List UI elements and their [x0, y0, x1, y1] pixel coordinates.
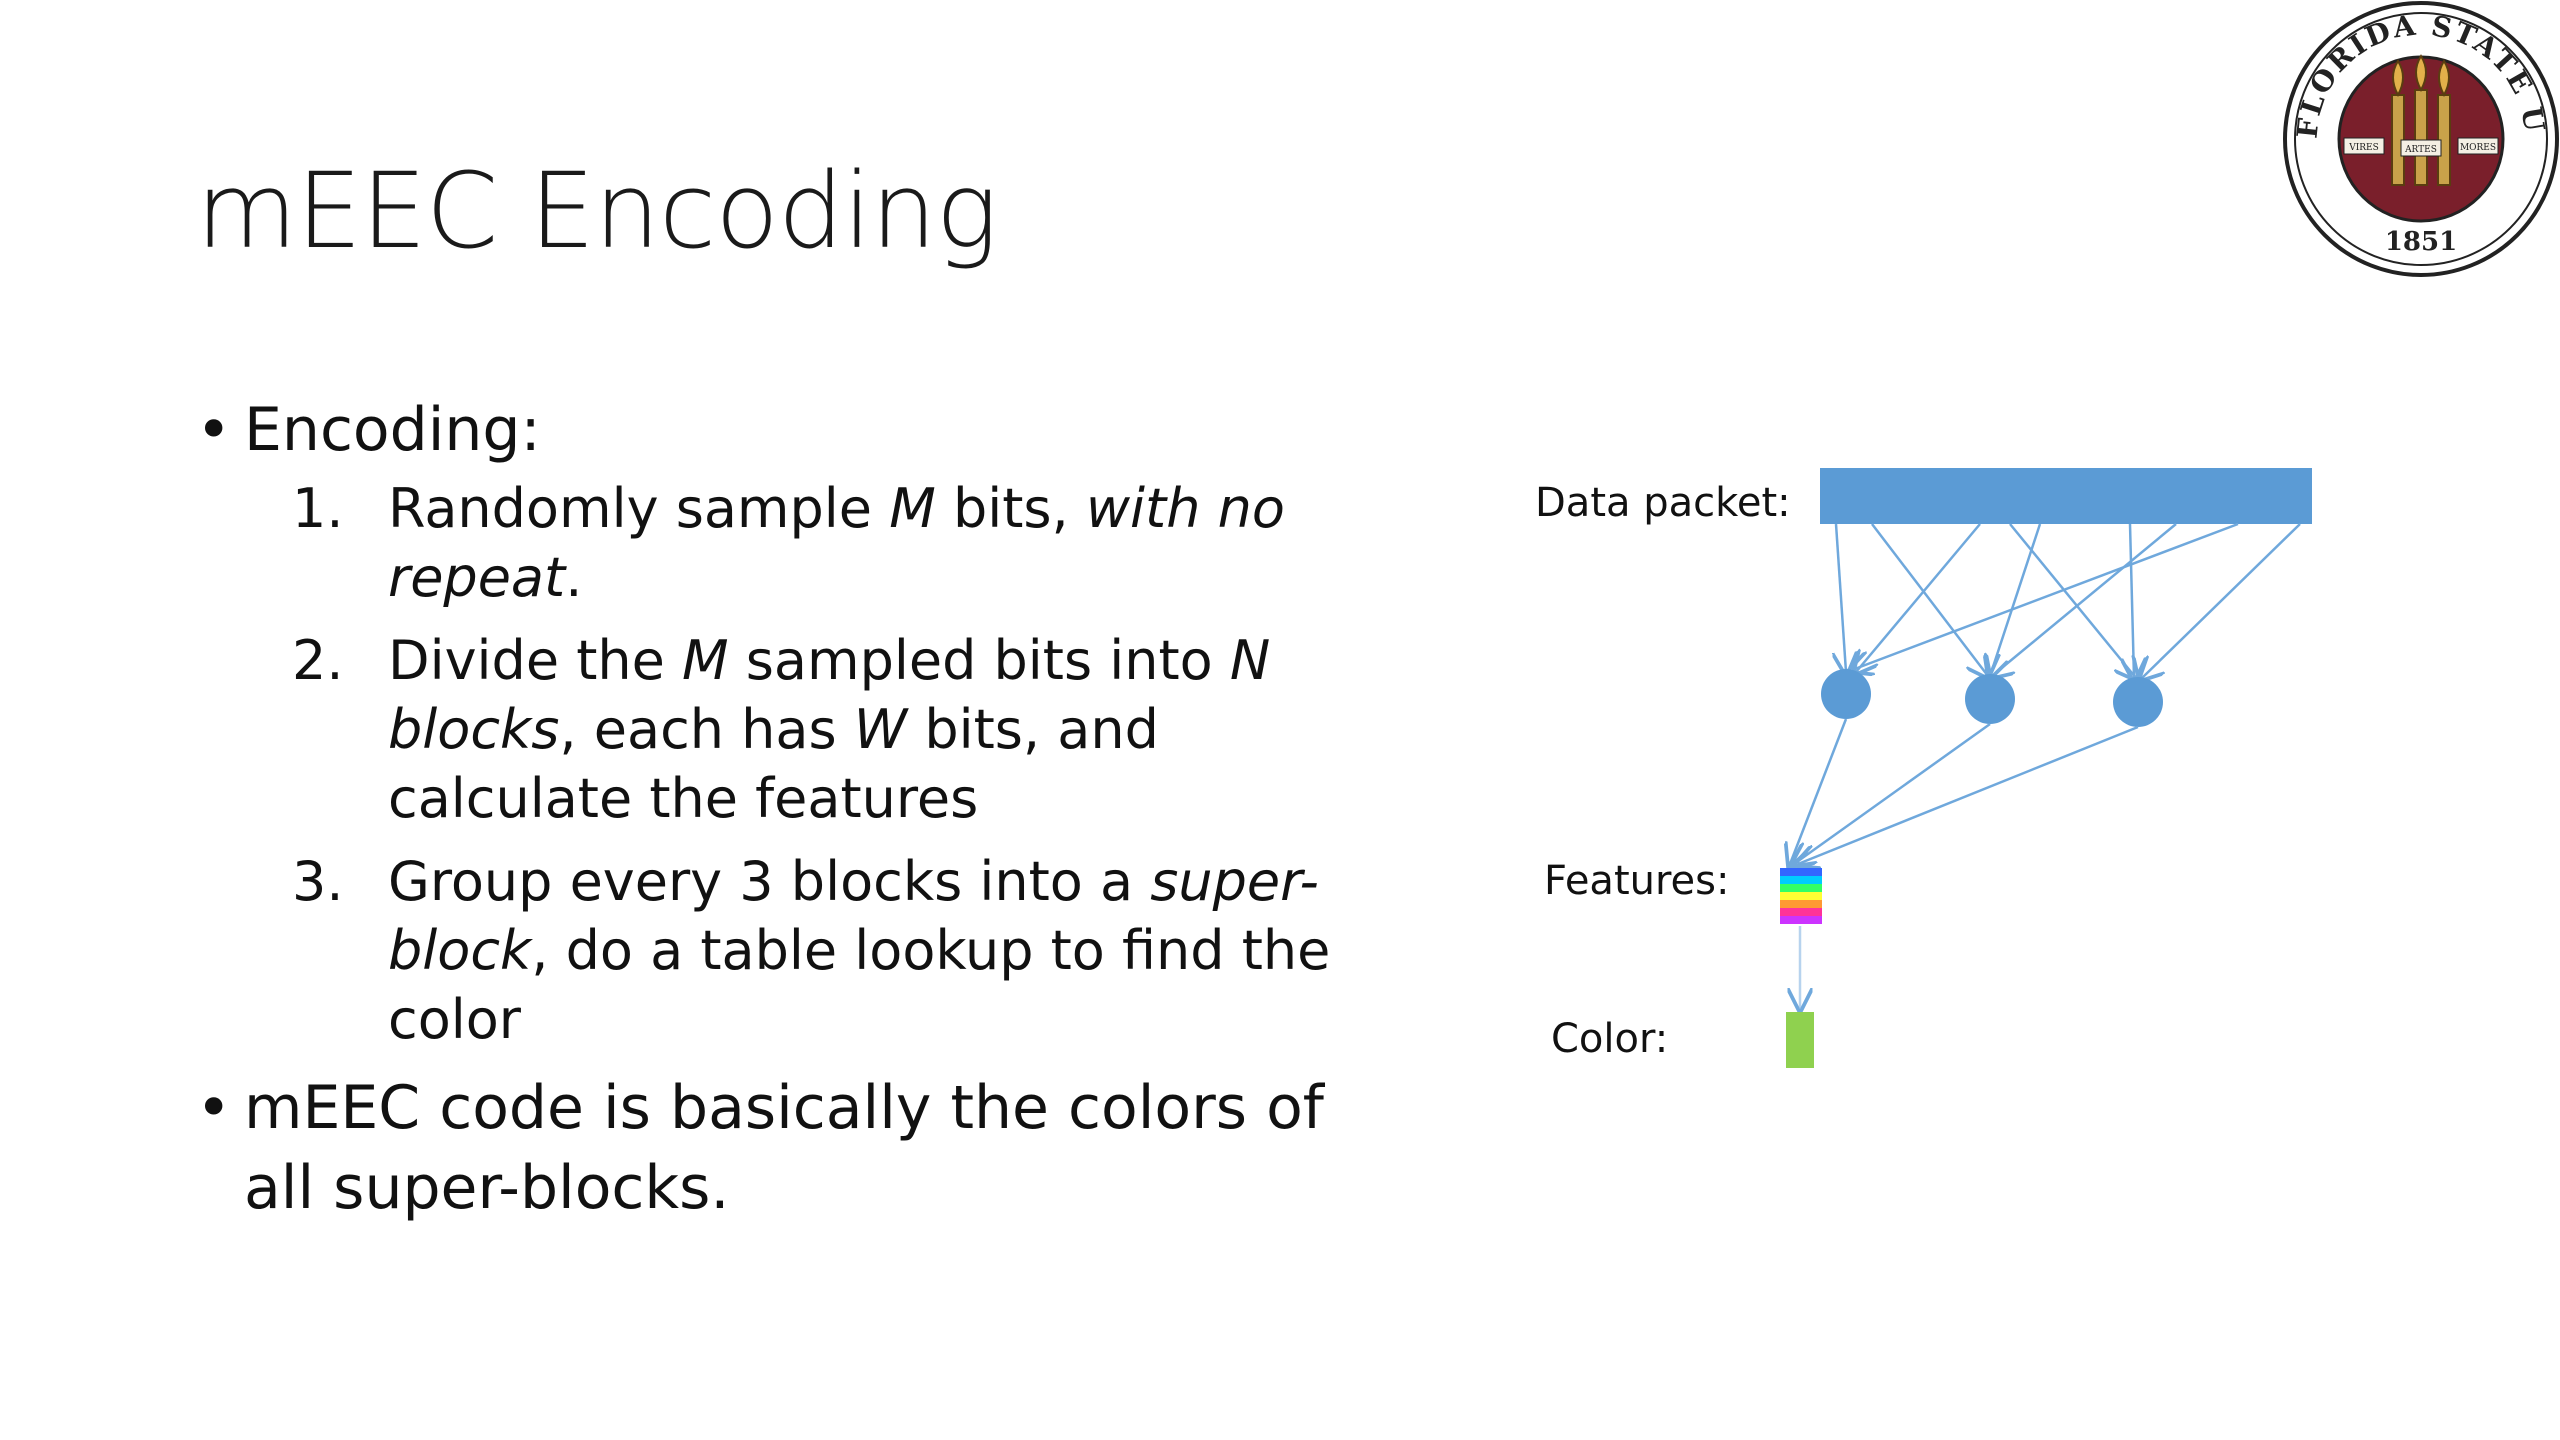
arrow: [1990, 523, 2042, 676]
step-number: 2.: [292, 629, 344, 692]
university-seal-logo: FLORIDA STATE UNIVERSITY 1851 VIRES ARTE…: [2282, 0, 2559, 277]
block-node: [1965, 674, 2015, 724]
diagram-graphic: [1780, 468, 2312, 1068]
step-number: 3.: [292, 850, 344, 913]
list-item: 1. Randomly sample M bits, with no repea…: [292, 474, 1396, 612]
bullet-text: Encoding:: [244, 395, 541, 465]
svg-text:MORES: MORES: [2460, 143, 2496, 153]
svg-text:1851: 1851: [2385, 227, 2457, 257]
arrow: [1871, 523, 1988, 676]
step-number: 1.: [292, 477, 344, 540]
step-text: Divide the M sampled bits into N blocks,…: [388, 629, 1271, 830]
arrow: [2130, 523, 2134, 678]
arrow: [1790, 718, 1848, 864]
arrow: [2009, 523, 2136, 678]
bullet-encoding: • Encoding:: [196, 390, 1396, 470]
list-item: 2. Divide the M sampled bits into N bloc…: [292, 626, 1396, 833]
slide-content: • Encoding: 1. Randomly sample M bits, w…: [196, 390, 1396, 1228]
slide-title: mEEC Encoding: [196, 150, 998, 272]
block-node: [2113, 677, 2163, 727]
bullet-summary: • mEEC code is basically the colors of a…: [196, 1068, 1396, 1228]
block-node: [1821, 669, 1871, 719]
bullet-dot: •: [196, 1073, 232, 1143]
color-block: [1786, 1012, 1814, 1068]
svg-text:ARTES: ARTES: [2404, 145, 2437, 155]
encoding-steps-list: 1. Randomly sample M bits, with no repea…: [292, 474, 1396, 1054]
features-block: [1780, 868, 1822, 924]
data-packet-bar: [1820, 468, 2312, 524]
arrow: [2142, 523, 2301, 678]
list-item: 3. Group every 3 blocks into a super-blo…: [292, 847, 1396, 1054]
bullet-dot: •: [196, 395, 232, 465]
color-label: Color:: [1551, 1016, 1669, 1062]
encoding-diagram: Data packet: Features: Color:: [1500, 440, 2400, 1140]
features-label: Features:: [1544, 858, 1730, 904]
step-text: Randomly sample M bits, with no repeat.: [388, 477, 1285, 609]
arrow: [1852, 522, 2239, 670]
data-packet-label: Data packet:: [1535, 480, 1791, 526]
arrow: [1798, 725, 2139, 864]
arrow: [1836, 523, 1846, 672]
arrow: [1992, 523, 2177, 676]
svg-text:VIRES: VIRES: [2348, 143, 2379, 153]
bullet-text: mEEC code is basically the colors of all…: [244, 1073, 1324, 1223]
step-text: Group every 3 blocks into a super-block,…: [388, 850, 1331, 1051]
arrow: [1794, 722, 1991, 864]
arrow: [1856, 523, 1981, 672]
